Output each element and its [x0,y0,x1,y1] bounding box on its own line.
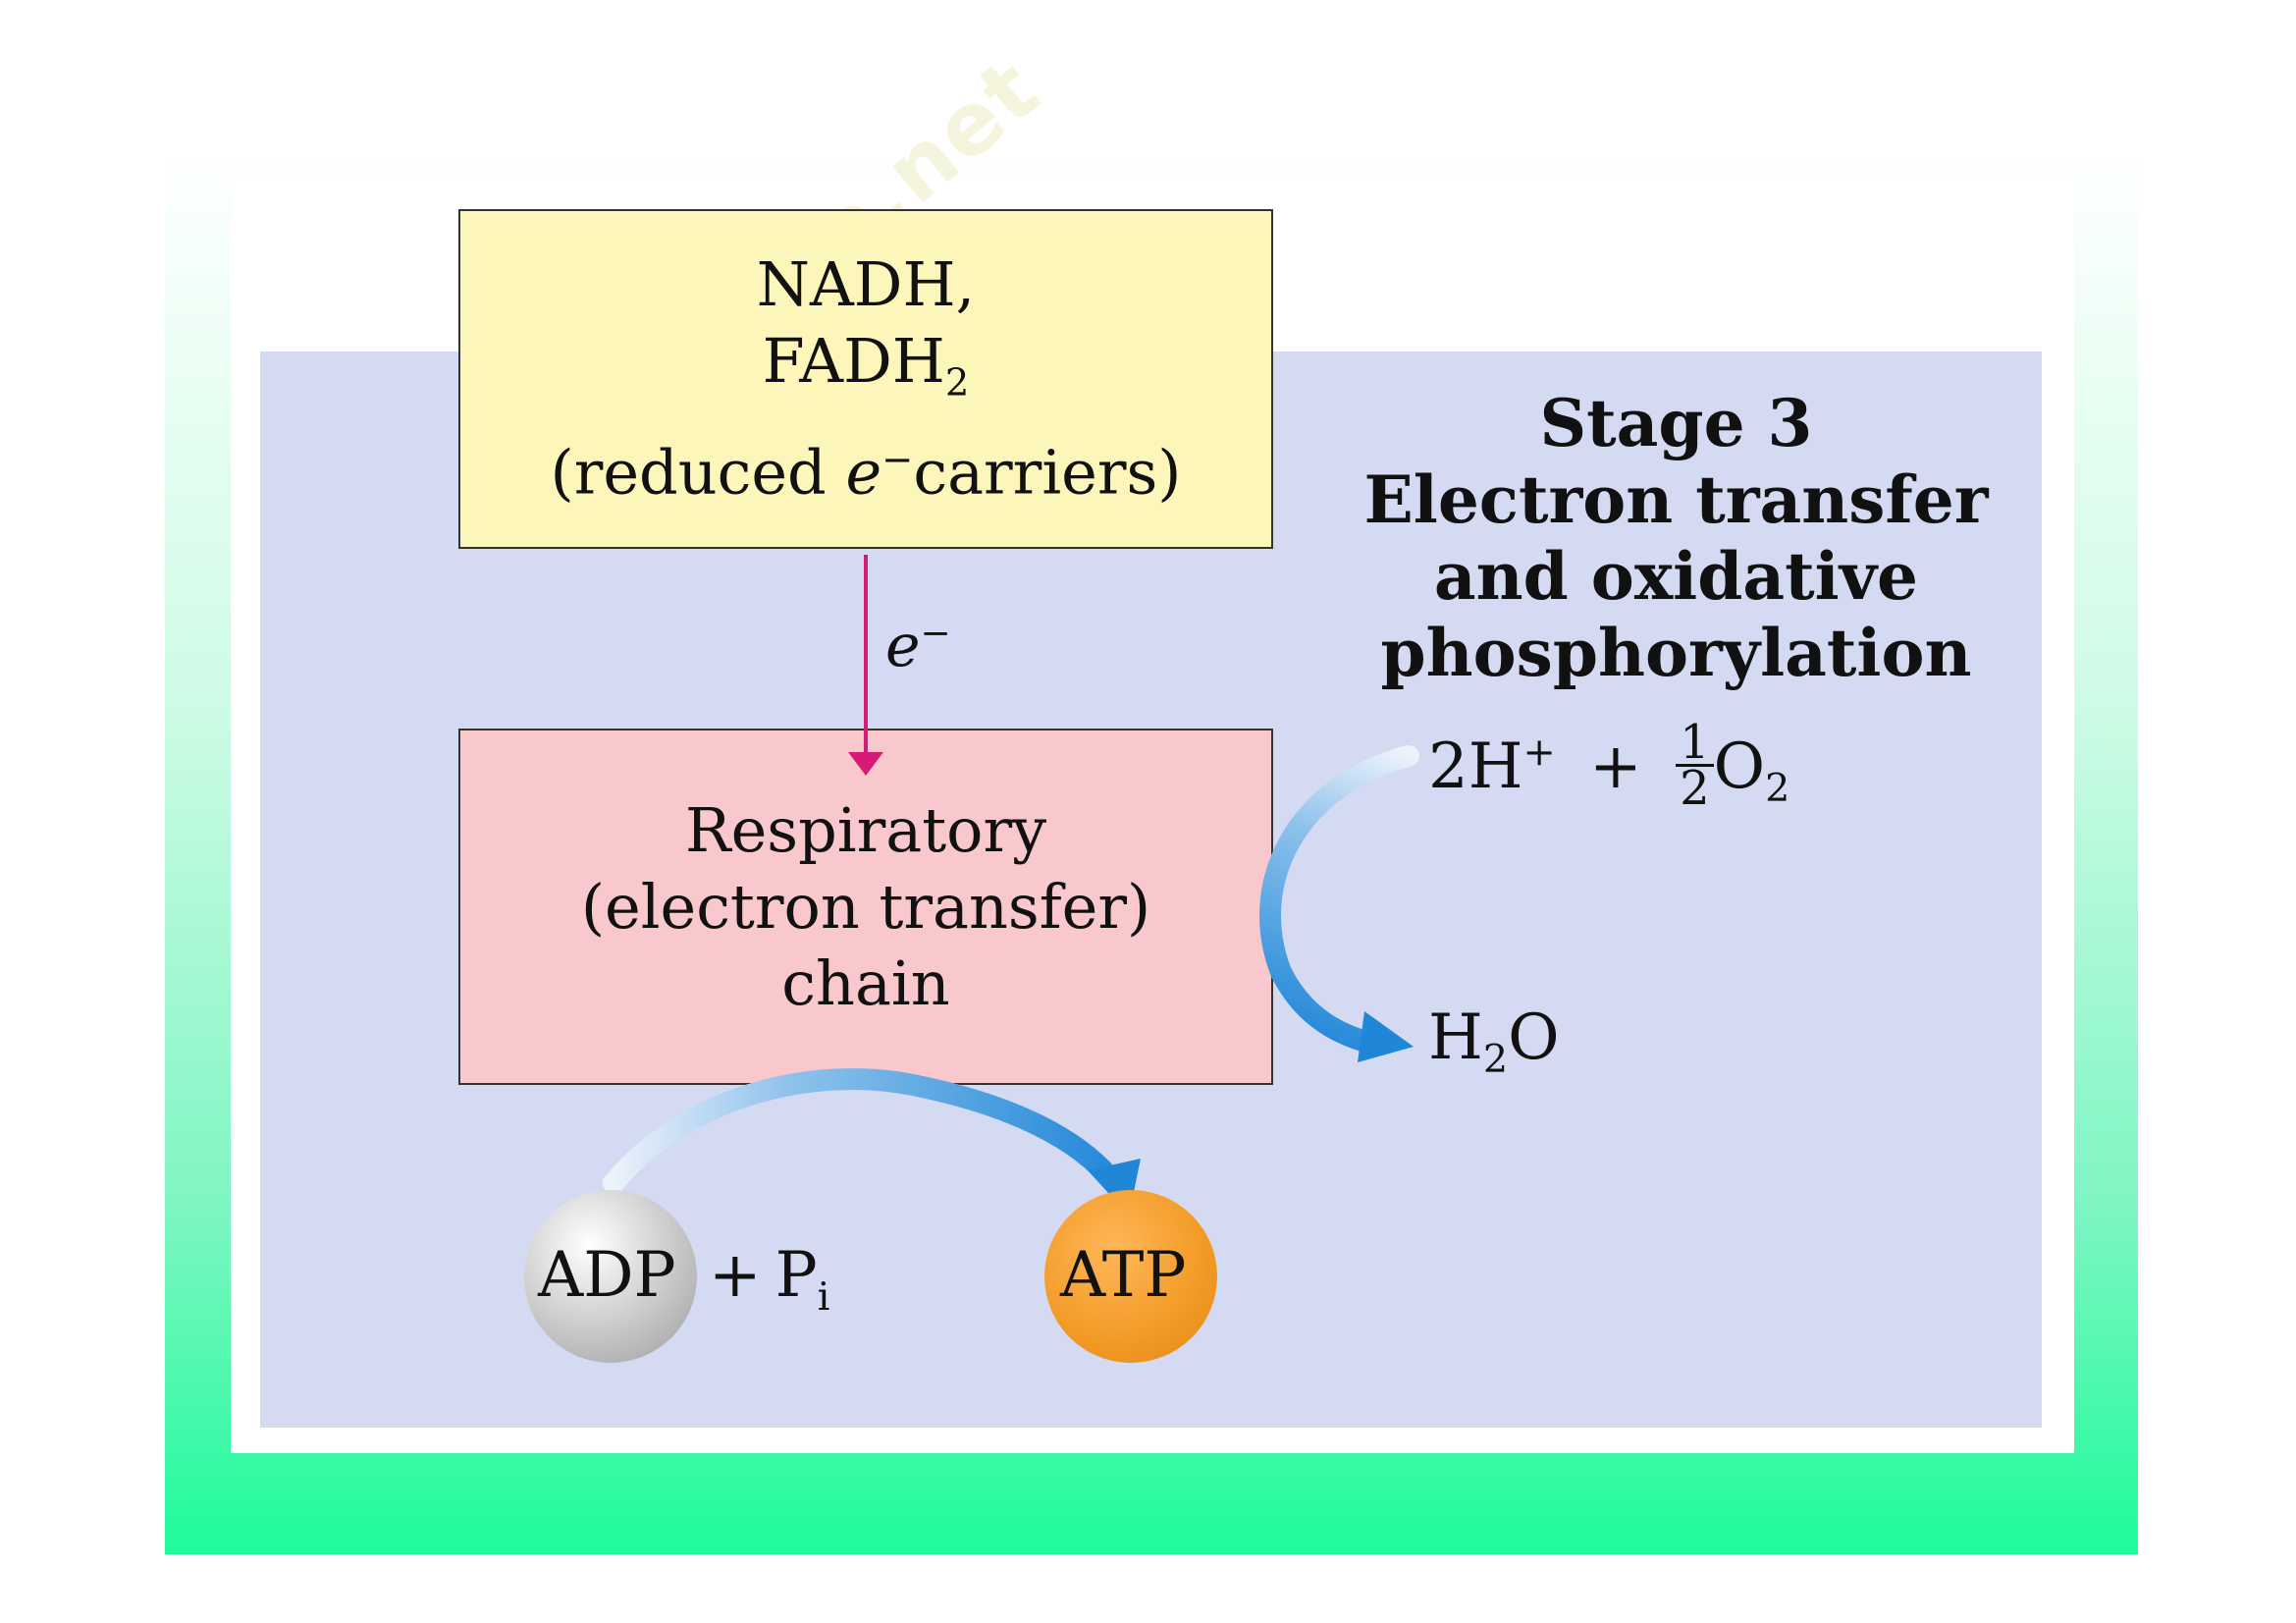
chain-label-line3: chain [781,947,950,1019]
stage-title: Stage 3 Electron transfer and oxidative … [1315,385,2037,691]
fadh2-label: FADH2 [762,325,970,406]
oxygen-reduction-arrow [1259,745,1419,1062]
atp-label: ATP [1060,1239,1187,1312]
stage-name-line3: phosphorylation [1380,615,1972,691]
carriers-caption: (reduced e−carriers) [550,436,1182,509]
atp-sphere [1044,1190,1217,1363]
stage-name-line2: and oxidative [1433,538,1919,615]
adp-sphere [524,1190,697,1363]
nadh-label: NADH, [756,248,976,321]
pi-label: +Pi [709,1239,830,1320]
adp-label: ADP [538,1239,676,1312]
chain-label-line2: (electron transfer) [580,870,1151,943]
water-product: H2O [1428,1001,1560,1082]
electron-flow-arrow [848,555,883,776]
atp-synthesis-arrow [603,1068,1141,1216]
reduced-carriers-box: NADH, FADH2 (reduced e−carriers) [458,209,1273,549]
stage-name-line1: Electron transfer [1363,461,1989,538]
stage-number: Stage 3 [1539,385,1813,461]
oxygen-reactants: 2H+ + 1 2 O2 [1428,715,1790,816]
electron-label: e− [885,611,951,680]
chain-label-line1: Respiratory [684,793,1047,866]
half-fraction: 1 2 [1676,719,1714,812]
